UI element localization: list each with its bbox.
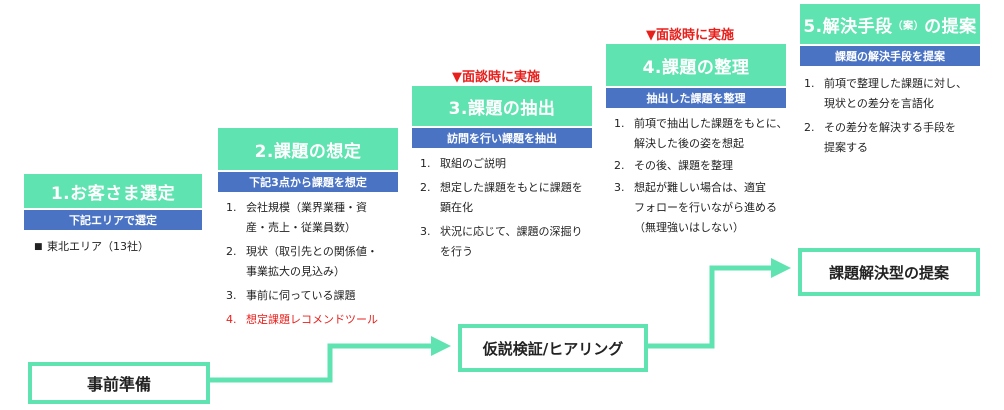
step3-list: 1.取組のご説明 2.想定した課題をもとに課題を顕在化 3.状況に応じて、課題の… (420, 154, 592, 262)
step2-list: 1.会社規模（業界業種・資産・売上・従業員数） 2.現状（取引先との関係値・事業… (226, 198, 398, 330)
flow-box-preparation: 事前準備 (28, 362, 210, 404)
list-item: 3.事前に伺っている課題 (226, 289, 356, 302)
list-item: 1.前項で整理した課題に対し、現状との差分を言語化 (804, 77, 967, 110)
list-item: 1.会社規模（業界業種・資産・売上・従業員数） (226, 201, 367, 234)
step3-note: ▼面談時に実施 (452, 70, 540, 85)
step2-title: 2.課題の想定 (218, 128, 398, 170)
step4-list: 1.前項で抽出した課題をもとに、解決した後の姿を想起 2.その後、課題を整理 3… (614, 114, 794, 238)
list-item: 2.その後、課題を整理 (614, 159, 733, 172)
square-bullet-icon: ■ (34, 242, 43, 252)
step3-title: 3.課題の抽出 (412, 86, 592, 126)
list-item: 2.その差分を解決する手段を提案する (804, 121, 956, 154)
list-item: 2.現状（取引先との関係値・事業拡大の見込み） (226, 245, 378, 278)
flow-box-hypothesis: 仮説検証/ヒアリング (458, 324, 648, 372)
step1-subtitle: 下記エリアで選定 (24, 210, 202, 230)
flow-arrow-1 (210, 336, 452, 383)
step4-note: ▼面談時に実施 (646, 28, 734, 43)
flow-arrow-2 (644, 258, 792, 349)
list-item: 2.想定した課題をもとに課題を顕在化 (420, 181, 583, 214)
step2-subtitle: 下記3点から課題を想定 (218, 172, 398, 192)
list-item: ■東北エリア（13社） (34, 237, 204, 257)
list-item: 1.前項で抽出した課題をもとに、解決した後の姿を想起 (614, 117, 788, 150)
step3-subtitle: 訪問を行い課題を抽出 (412, 128, 592, 148)
step4-subtitle: 抽出した課題を整理 (606, 88, 786, 108)
step1-list: ■東北エリア（13社） (34, 237, 204, 257)
step5-list: 1.前項で整理した課題に対し、現状との差分を言語化 2.その差分を解決する手段を… (804, 74, 984, 158)
list-item: 4.想定課題レコメンドツール (226, 313, 378, 326)
step1-title: 1.お客さま選定 (24, 174, 202, 208)
list-item: 1.取組のご説明 (420, 157, 506, 170)
flow-box-proposal: 課題解決型の提案 (798, 248, 980, 296)
step5-subtitle: 課題の解決手段を提案 (800, 46, 980, 66)
step5-title: 5.解決手段（案）の提案 (800, 4, 980, 44)
list-item: 3.想起が難しい場合は、適宜フォローを行いながら進める（無理強いはしない） (614, 181, 777, 234)
list-item: 3.状況に応じて、課題の深掘りを行う (420, 225, 583, 258)
step4-title: 4.課題の整理 (606, 44, 786, 86)
